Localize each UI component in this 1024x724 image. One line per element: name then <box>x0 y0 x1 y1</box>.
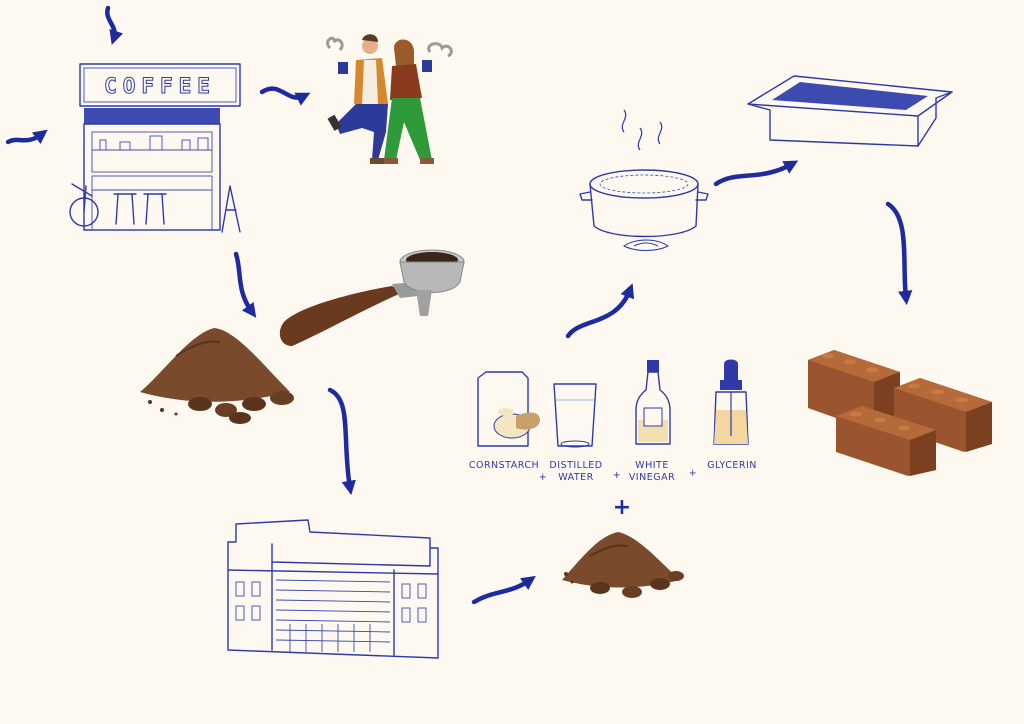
customers-illustration <box>326 34 453 164</box>
cornstarch-bag-icon <box>477 371 540 447</box>
plus-sign-1: + <box>539 472 547 483</box>
cooking-pot-illustration <box>579 109 709 251</box>
ingredient-label-cornstarch: CORNSTARCH <box>469 460 539 471</box>
coffee-shop-illustration: COFFEE <box>69 63 241 233</box>
glycerin-dropper-icon <box>713 359 749 445</box>
plus-sign-3: + <box>689 468 697 479</box>
arrow-shop-to-grounds <box>233 251 257 318</box>
ingredient-labels: CORNSTARCH DISTILLED WATER WHITE VINEGAR… <box>469 460 757 483</box>
arrow-ingredients-to-pot <box>565 283 635 339</box>
arrow-shop-to-customers <box>259 86 311 106</box>
arrow-mold-to-bricks <box>885 201 913 306</box>
plus-sign-2: + <box>613 470 621 481</box>
portafilter-illustration <box>279 249 465 346</box>
flow-arrows <box>5 5 913 605</box>
arrow-into-shop-left <box>5 129 48 145</box>
arrow-grounds-to-building <box>327 387 356 496</box>
coffee-grounds-pile-small <box>562 532 684 598</box>
plus-sign-grounds: + <box>613 495 631 520</box>
coffee-bricks-illustration <box>808 350 992 476</box>
mold-tray-illustration <box>747 75 953 147</box>
ingredient-label-vinegar: VINEGAR <box>629 472 675 483</box>
plus-signs: + + + + <box>539 468 697 520</box>
processing-building-illustration <box>227 519 439 659</box>
coffee-grounds-pile <box>140 328 294 424</box>
vinegar-bottle-icon <box>635 360 671 445</box>
arrow-into-shop-top <box>105 5 124 45</box>
arrow-pot-to-mold <box>713 160 799 187</box>
ingredient-label-distilled: DISTILLED <box>549 460 602 471</box>
water-glass-icon <box>553 383 597 448</box>
ingredient-label-white: WHITE <box>635 460 669 471</box>
ingredient-label-glycerin: GLYCERIN <box>707 460 757 471</box>
arrow-building-to-grounds <box>471 575 536 605</box>
ingredient-label-water: WATER <box>558 472 594 483</box>
coffee-shop-sign: COFFEE <box>104 74 216 98</box>
